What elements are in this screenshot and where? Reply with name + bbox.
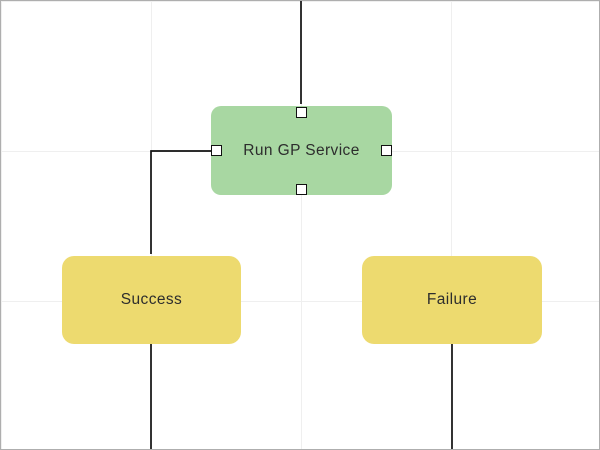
node-success-label: Success: [120, 291, 183, 308]
node-run-gp-service-label: Run GP Service: [243, 141, 360, 159]
port-handle-top[interactable]: [296, 107, 307, 118]
port-handle-left[interactable]: [211, 145, 222, 156]
node-run-gp-service[interactable]: Run GP Service: [211, 106, 392, 195]
port-handle-right[interactable]: [381, 145, 392, 156]
node-failure-label: Failure: [426, 291, 478, 308]
node-failure[interactable]: Failure: [362, 256, 542, 344]
port-handle-bottom[interactable]: [296, 184, 307, 195]
connector-run-gp-service-to-success[interactable]: [150, 150, 211, 254]
node-success[interactable]: Success: [62, 256, 241, 344]
